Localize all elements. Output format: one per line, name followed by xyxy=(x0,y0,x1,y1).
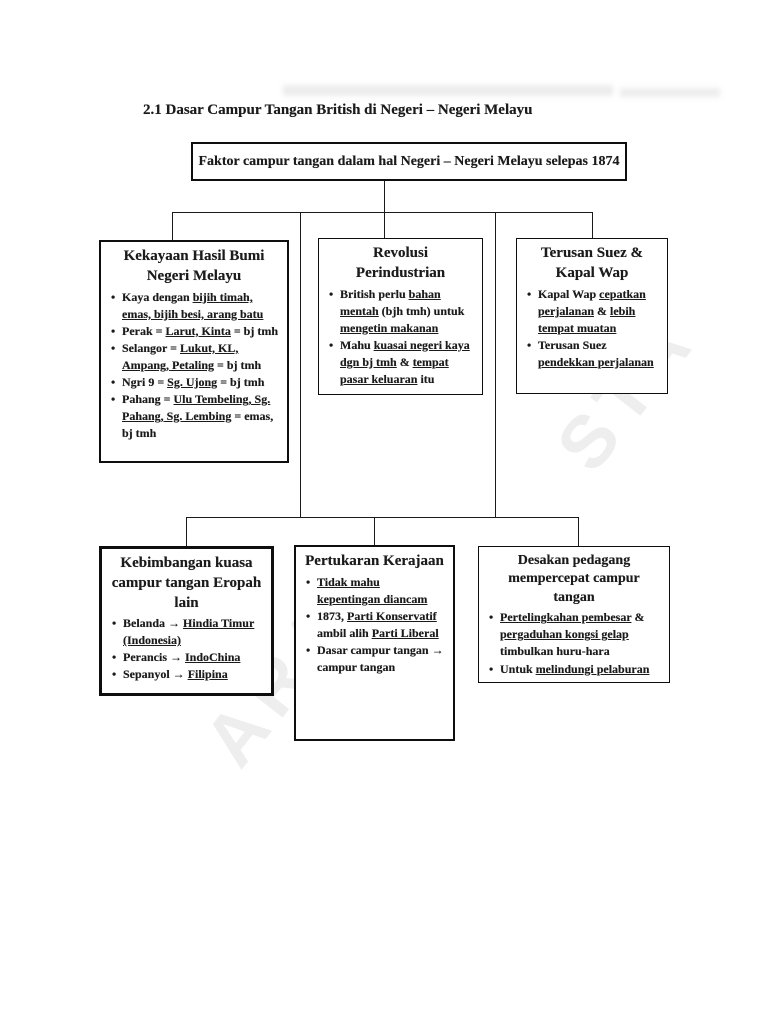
bullet-item: Perak = Larut, Kinta = bj tmh xyxy=(109,323,279,340)
scan-smudge xyxy=(283,85,613,96)
bullet-item: 1873, Parti Konservatif ambil alih Parti… xyxy=(304,608,445,642)
bullet-list: Kapal Wap cepatkan perjalanan & lebih te… xyxy=(525,286,659,371)
box-title: Pertukaran Kerajaan xyxy=(305,553,444,569)
bullet-item: Kaya dengan bijih timah, emas, bijih bes… xyxy=(109,289,279,323)
box-kekayaan-hasil-bumi: Kekayaan Hasil Bumi Negeri Melayu Kaya d… xyxy=(99,240,289,463)
connector-drop-terusan xyxy=(592,213,593,238)
bullet-item: Perancis → IndoChina xyxy=(110,649,263,666)
bullet-item: Ngri 9 = Sg. Ujong = bj tmh xyxy=(109,374,279,391)
box-revolusi-perindustrian: Revolusi Perindustrian British perlu bah… xyxy=(318,238,483,395)
box-desakan-pedagang: Desakan pedagang mempercepat campur tang… xyxy=(478,546,670,683)
box-kebimbangan-kuasa-eropah: Kebimbangan kuasa campur tangan Eropah l… xyxy=(99,546,274,696)
bullet-item: Terusan Suez pendekkan perjalanan xyxy=(525,337,659,371)
connector-root-drop xyxy=(384,181,385,212)
scan-smudge xyxy=(620,88,720,97)
box-pertukaran-kerajaan: Pertukaran Kerajaan Tidak mahu kepenting… xyxy=(294,545,455,741)
box-title: Kekayaan Hasil Bumi Negeri Melayu xyxy=(123,248,265,284)
bullet-list: Kaya dengan bijih timah, emas, bijih bes… xyxy=(109,289,279,442)
bullet-item: Sepanyol → Filipina xyxy=(110,666,263,683)
connector-long-right xyxy=(495,213,496,517)
connector-drop-kekayaan xyxy=(172,213,173,240)
bullet-item: Pertelingkahan pembesar & pergaduhan kon… xyxy=(487,609,661,660)
root-factor-box: Faktor campur tangan dalam hal Negeri – … xyxy=(191,142,627,181)
connector-drop-revolusi xyxy=(384,213,385,238)
bullet-item: Dasar campur tangan → campur tangan xyxy=(304,642,445,676)
connector-bottom-rail xyxy=(186,517,579,518)
connector-long-left xyxy=(300,213,301,517)
box-terusan-suez-kapal-wap: Terusan Suez & Kapal Wap Kapal Wap cepat… xyxy=(516,238,668,394)
bullet-list: Pertelingkahan pembesar & pergaduhan kon… xyxy=(487,609,661,677)
bullet-item: Kapal Wap cepatkan perjalanan & lebih te… xyxy=(525,286,659,337)
bullet-item: Selangor = Lukut, KL, Ampang, Petaling =… xyxy=(109,340,279,374)
bullet-list: Belanda → Hindia Timur (Indonesia)Peranc… xyxy=(110,615,263,683)
connector-top-rail xyxy=(172,212,593,213)
bullet-item: Tidak mahu kepentingan diancam xyxy=(304,574,445,608)
connector-drop-desakan xyxy=(578,518,579,546)
bullet-item: British perlu bahan mentah (bjh tmh) unt… xyxy=(327,286,474,337)
box-title: Revolusi Perindustrian xyxy=(355,245,446,281)
bullet-item: Mahu kuasai negeri kaya dgn bj tmh & tem… xyxy=(327,337,474,388)
page-title: 2.1 Dasar Campur Tangan British di Neger… xyxy=(143,102,533,118)
bullet-list: Tidak mahu kepentingan diancam1873, Part… xyxy=(304,574,445,676)
box-title: Terusan Suez & Kapal Wap xyxy=(541,245,643,281)
bullet-item: Belanda → Hindia Timur (Indonesia) xyxy=(110,615,263,649)
box-title: Kebimbangan kuasa campur tangan Eropah l… xyxy=(111,555,262,611)
bullet-item: Untuk melindungi pelaburan xyxy=(487,661,661,678)
connector-drop-kebimbangan xyxy=(186,518,187,546)
connector-drop-pertukaran xyxy=(374,518,375,545)
box-title: Desakan pedagang mempercepat campur tang… xyxy=(508,553,640,605)
bullet-list: British perlu bahan mentah (bjh tmh) unt… xyxy=(327,286,474,388)
bullet-item: Pahang = Ulu Tembeling, Sg. Pahang, Sg. … xyxy=(109,391,279,442)
